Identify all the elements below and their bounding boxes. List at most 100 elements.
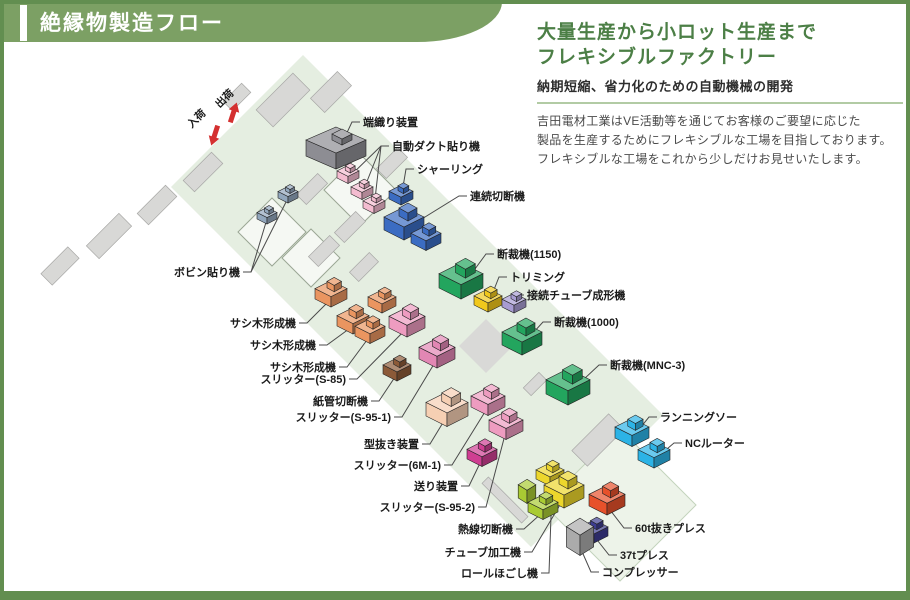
machine-label: 自動ダクト貼り機 (392, 139, 480, 153)
label-connector-line (541, 487, 553, 574)
machine-icon (314, 277, 348, 308)
intro-title: 大量生産から小ロット生産まで フレキシブルファクトリー (537, 20, 903, 70)
machine-icon (527, 491, 559, 520)
machine-icon (637, 438, 671, 469)
work-table (571, 413, 625, 467)
machine-label: 型抜き装置 (364, 437, 419, 451)
intro-title-line1: 大量生産から小ロット生産まで (537, 22, 818, 43)
machine-icon (438, 257, 484, 300)
label-connector-line (579, 546, 599, 573)
machine-icon (545, 363, 591, 406)
machine-icon (336, 304, 370, 335)
floor-zone (237, 197, 307, 267)
label-connector-line (444, 406, 489, 466)
label-connector-line (243, 197, 289, 273)
intro-body-line2: 製品を生産するためにフレキシブルな工場を目指しております。 (537, 133, 892, 147)
machine-icon (388, 182, 414, 206)
work-table (182, 151, 224, 193)
work-table (85, 212, 133, 260)
machine-label: サシ木形成機 (270, 360, 336, 374)
intro-body-line1: 吉田電材工業はVE活動等を通じてお客様のご要望に応じた (537, 114, 861, 128)
machine-icon (305, 126, 367, 170)
label-connector-line (349, 327, 408, 380)
machine-label: ロールほごし機 (461, 566, 538, 580)
machine-icon (388, 303, 426, 338)
factory-floor (171, 55, 663, 547)
intro-subtitle: 納期短縮、省力化のための自動機械の開発 (537, 79, 794, 94)
machine-label: コンプレッサー (602, 565, 679, 579)
machine-label: チューブ加工機 (445, 545, 521, 559)
machine-icon (488, 407, 524, 440)
label-connector-line (524, 497, 565, 553)
label-connector-line (299, 298, 332, 324)
label-connector-line (516, 511, 544, 530)
label-connector-line (371, 373, 398, 402)
machine-icon (354, 315, 386, 344)
label-connector-line (339, 335, 371, 368)
machine-label: スリッター(S-95-1) (296, 411, 392, 424)
machine-icon (367, 286, 397, 314)
work-table (40, 246, 80, 286)
machine-icon (517, 478, 537, 505)
work-table (222, 82, 252, 112)
machine-label: シャーリング (417, 162, 483, 176)
label-connector-line (394, 358, 438, 418)
machine-label: 端織り装置 (363, 115, 418, 129)
work-table (136, 184, 178, 226)
label-connector-line (422, 415, 448, 445)
label-connector-line (478, 430, 507, 508)
work-table (309, 70, 353, 114)
intro-title-line2: フレキシブルファクトリー (537, 47, 778, 68)
label-connector-line (461, 458, 483, 487)
machine-label: 送り装置 (413, 479, 458, 493)
machine-label: 断裁機(MNC-3) (610, 358, 685, 372)
machine-icon (565, 517, 595, 557)
work-table (255, 72, 311, 128)
page-title: 絶縁物製造フロー (40, 12, 224, 35)
machine-icon (501, 317, 543, 356)
machine-icon (473, 285, 503, 313)
machine-label: 断裁機(1000) (554, 315, 619, 329)
machine-icon (588, 481, 626, 516)
intro-body: 吉田電材工業はVE活動等を通じてお客様のご要望に応じた 製品を生産するためにフレ… (537, 112, 903, 169)
machine-icon (466, 438, 498, 467)
machine-label: 熱線切断機 (458, 522, 513, 536)
machine-label: スリッター(S-85) (260, 373, 346, 386)
label-connector-line (373, 145, 389, 209)
machine-icon (350, 178, 374, 200)
machine-label: 接続チューブ成形機 (527, 288, 625, 302)
machine-icon (543, 470, 585, 509)
machine-icon (501, 290, 527, 314)
machine-label: ボビン貼り機 (174, 265, 240, 279)
machine-label: スリッター(6M-1) (354, 459, 442, 472)
work-table (307, 234, 341, 268)
machine-icon (336, 162, 360, 184)
work-table (522, 371, 548, 397)
machine-icon (418, 334, 456, 369)
machine-label: ランニングソー (660, 410, 737, 424)
label-connector-line (319, 325, 354, 346)
header-accent-bar (20, 5, 27, 41)
machine-label: スリッター(S-95-2) (380, 501, 476, 514)
machine-label: サシ木形成機 (230, 316, 296, 330)
machine-label: サシ木形成機 (250, 338, 316, 352)
outbound-arrow-icon (227, 102, 240, 124)
work-table (375, 146, 409, 180)
work-table (481, 476, 529, 524)
machine-label: 紙管切断機 (313, 394, 368, 408)
machine-label: トリミング (510, 270, 565, 284)
header-bar: 絶縁物製造フロー (0, 0, 502, 42)
label-connector-line (606, 505, 632, 529)
inbound-arrow-icon (208, 124, 221, 146)
intro-divider (537, 102, 903, 104)
work-table (295, 172, 329, 206)
machine-icon (410, 222, 442, 251)
floor-zone (459, 319, 513, 373)
machine-label: 60t抜きプレス (635, 521, 706, 535)
machine-icon (425, 387, 469, 427)
machine-label: 断裁機(1150) (497, 247, 562, 261)
machine-icon (362, 192, 386, 214)
machine-label: 37tプレス (620, 548, 669, 562)
